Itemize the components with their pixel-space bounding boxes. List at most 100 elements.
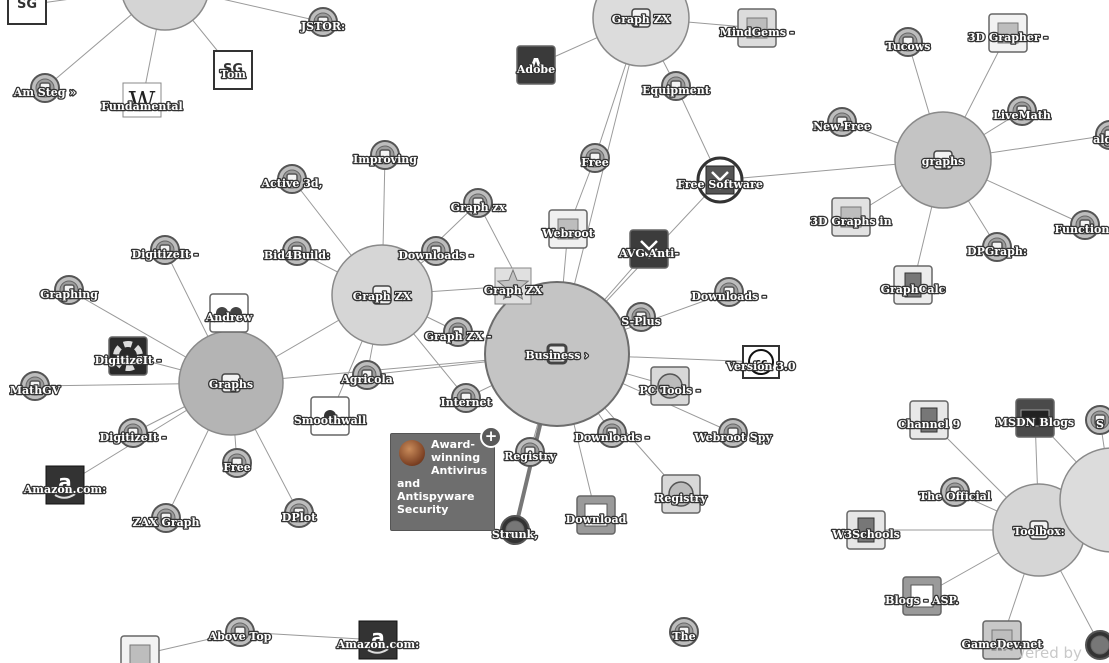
node-label: Smoothwall bbox=[294, 414, 366, 427]
hub-node-business[interactable]: Business › bbox=[484, 281, 630, 427]
graph-node[interactable]: Graph ZX bbox=[482, 267, 544, 305]
graph-node[interactable]: PC Tools - bbox=[638, 366, 702, 406]
graph-node[interactable]: MSDN Blogs bbox=[995, 398, 1075, 438]
page-square bbox=[949, 486, 961, 498]
hub-center-icon bbox=[546, 343, 568, 365]
graph-node[interactable]: Functions bbox=[1053, 210, 1109, 240]
page-square bbox=[29, 380, 41, 392]
graph-node[interactable]: The bbox=[669, 617, 699, 647]
graph-node[interactable]: Above Top bbox=[206, 617, 273, 647]
node-label: DPGraph: bbox=[967, 245, 1027, 258]
page-square bbox=[472, 197, 484, 209]
inner-box bbox=[840, 206, 862, 228]
hub-circle[interactable] bbox=[121, 0, 209, 31]
node-label: Registry bbox=[504, 450, 556, 463]
graph-node[interactable]: Internet bbox=[439, 383, 494, 413]
graph-node[interactable]: Agricola bbox=[339, 360, 394, 390]
graph-node[interactable]: Webroot Spy bbox=[692, 418, 774, 448]
graph-node[interactable]: Free bbox=[222, 448, 252, 478]
graph-node[interactable]: algeb bbox=[1092, 120, 1109, 150]
graph-node[interactable] bbox=[1085, 630, 1109, 660]
graph-node[interactable]: DigitizeIt - bbox=[98, 418, 168, 448]
graph-node[interactable]: New Free bbox=[812, 107, 872, 137]
node-label: algeb bbox=[1093, 133, 1109, 146]
graph-node[interactable]: Improving bbox=[352, 140, 419, 170]
graph-node[interactable]: S-Plus bbox=[620, 302, 662, 332]
inner-box bbox=[746, 17, 768, 39]
graph-node[interactable]: Active 3d, bbox=[259, 164, 324, 194]
graph-node[interactable] bbox=[120, 635, 160, 663]
graph-node[interactable]: Webroot bbox=[540, 209, 596, 249]
graph-node[interactable]: The Official bbox=[918, 477, 992, 507]
graph-node[interactable]: Andrew bbox=[203, 293, 254, 333]
hub-node-graphzx-mid[interactable]: Graph ZX bbox=[331, 244, 433, 346]
graph-node[interactable]: LiveMath bbox=[992, 96, 1052, 126]
sg-logo-icon bbox=[7, 0, 47, 25]
graph-node[interactable]: Smoothwall bbox=[293, 396, 367, 436]
page-square bbox=[379, 149, 391, 161]
node-label: S-Plus bbox=[621, 315, 661, 328]
graph-node[interactable]: DigitizeIt - bbox=[130, 235, 200, 265]
graph-node[interactable]: ZAX Graph bbox=[131, 503, 201, 533]
graph-node[interactable]: DPGraph: bbox=[966, 232, 1028, 262]
graph-node[interactable]: DPlot bbox=[280, 498, 318, 528]
graph-node[interactable]: AVG Anti- bbox=[617, 229, 680, 269]
graph-node[interactable]: GraphCalc bbox=[879, 265, 947, 305]
graph-node[interactable]: 3D Graphs in bbox=[809, 197, 893, 237]
node-tooltip[interactable]: Award- winning Antivirus and Antispyware… bbox=[390, 426, 502, 531]
graph-node[interactable]: Bid4Build: bbox=[263, 236, 331, 266]
sg-letters: SG bbox=[17, 0, 37, 12]
hub-circle[interactable] bbox=[592, 0, 690, 67]
graph-node[interactable]: SG bbox=[7, 0, 47, 25]
graph-node[interactable]: W3Schools bbox=[830, 510, 901, 550]
graph-node[interactable]: Registry bbox=[654, 474, 709, 514]
graph-node[interactable]: Free bbox=[580, 143, 610, 173]
hub-node-graphs-left[interactable]: Graphs bbox=[178, 330, 284, 436]
webroot-thumbnail-icon bbox=[399, 440, 425, 466]
node-label: Amazon.com: bbox=[336, 638, 419, 651]
hub-node-right-hub[interactable] bbox=[1059, 447, 1109, 553]
graph-node[interactable]: MindGems - bbox=[718, 8, 796, 48]
hub-node-top-left-hub[interactable] bbox=[121, 0, 209, 31]
hub-node-graphzx-top[interactable]: Graph ZX bbox=[592, 0, 690, 67]
graph-node[interactable]: Am Steg » bbox=[11, 73, 78, 103]
graph-node[interactable]: JSTOR: bbox=[299, 7, 346, 37]
graph-node[interactable]: Graph zx bbox=[449, 188, 507, 218]
graph-node[interactable]: DigitizeIt - bbox=[93, 336, 163, 376]
page-square bbox=[39, 82, 51, 94]
graph-node[interactable]: Downloads - bbox=[690, 277, 768, 307]
hub-circle[interactable] bbox=[1059, 447, 1109, 553]
graph-node[interactable]: Blogs - ASP. bbox=[884, 576, 960, 616]
graph-node[interactable]: Registry bbox=[503, 437, 558, 467]
node-label: Graph ZX bbox=[353, 290, 412, 303]
graph-node[interactable]: GameDev.net bbox=[960, 620, 1045, 660]
node-label: Bid4Build: bbox=[264, 249, 330, 262]
graph-node[interactable]: Downloads - bbox=[397, 236, 475, 266]
graph-node[interactable]: Free Software bbox=[676, 156, 764, 204]
graph-node[interactable]: Equipment bbox=[641, 71, 712, 101]
graph-node[interactable]: Strunk, bbox=[491, 515, 539, 545]
graph-node[interactable]: Channel 9 bbox=[896, 400, 962, 440]
page-square bbox=[460, 392, 472, 404]
graph-node[interactable]: Tucows bbox=[884, 27, 932, 57]
expand-plus-icon[interactable]: + bbox=[480, 426, 502, 448]
node-label: Tom bbox=[220, 68, 246, 81]
node-label: Free bbox=[581, 156, 608, 169]
hub-node-graphs-right[interactable]: graphs bbox=[894, 111, 992, 209]
graph-node[interactable]: 3D Grapher - bbox=[967, 13, 1049, 53]
graph-node[interactable]: MathGV bbox=[9, 371, 62, 401]
graph-node[interactable]: S bbox=[1085, 405, 1109, 435]
graph-node[interactable]: Downloads - bbox=[573, 418, 651, 448]
graph-node[interactable]: Graphing bbox=[39, 275, 100, 305]
graph-node[interactable]: Download bbox=[564, 495, 628, 535]
page-square bbox=[991, 241, 1003, 253]
graph-node[interactable]: Graph ZX - bbox=[423, 317, 493, 347]
